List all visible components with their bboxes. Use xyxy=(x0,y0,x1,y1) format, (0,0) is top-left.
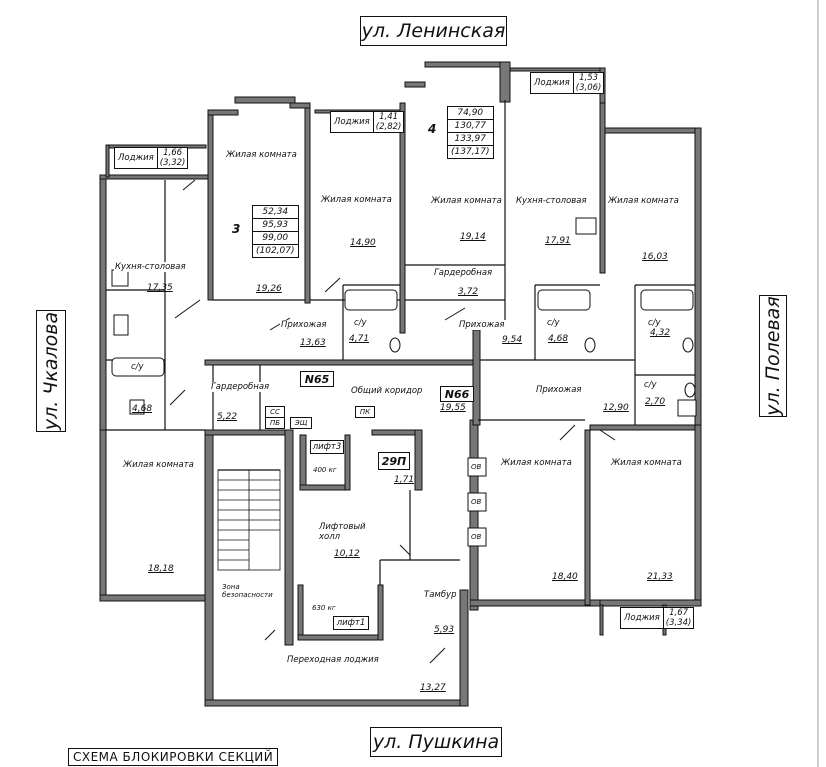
room-area: 5,93 xyxy=(434,625,455,635)
room-label-passage-loggia: Переходная лоджия xyxy=(286,655,380,665)
room-marker: 29П xyxy=(378,452,410,470)
room-label-wardrobe: Гардеробная xyxy=(210,382,271,392)
room-label-corridor: Общий коридор xyxy=(350,386,424,396)
room-area: 2,70 xyxy=(645,397,666,407)
room-area: 1,71 xyxy=(394,475,415,485)
loggia-name: Лоджия xyxy=(530,72,574,94)
area-cell: (102,07) xyxy=(252,244,299,258)
bathroom-label: с/у xyxy=(130,362,145,372)
utility-marker: ПБ xyxy=(265,417,285,429)
loggia-area: 1,67(3,34) xyxy=(663,607,695,629)
loggia-label: Лоджия 1,66(3,32) xyxy=(114,147,189,169)
loggia-area-full: (3,34) xyxy=(665,618,692,628)
room-label-vestibule: Тамбур xyxy=(423,590,458,600)
room-area: 13,27 xyxy=(420,683,446,693)
street-top: ул. Ленинская xyxy=(360,16,507,46)
room-area: 14,90 xyxy=(350,238,376,248)
room-label-living: Жилая комната xyxy=(500,458,573,468)
apartment-number: 3 xyxy=(232,222,241,236)
shaft-label: ОВ xyxy=(471,498,482,506)
room-area: 3,72 xyxy=(458,287,479,297)
room-area: 17,35 xyxy=(147,283,173,293)
room-area: 19,26 xyxy=(256,284,282,294)
plan-caption: СХЕМА БЛОКИРОВКИ СЕКЦИЙ xyxy=(68,748,279,766)
room-area: 9,54 xyxy=(502,335,523,345)
room-area: 16,03 xyxy=(642,252,668,262)
loggia-area-value: 1,53 xyxy=(579,73,599,83)
street-right: ул. Полевая xyxy=(759,295,787,417)
loggia-area: 1,41(2,82) xyxy=(373,111,405,133)
room-label-living: Жилая комната xyxy=(430,196,503,206)
room-area: 19,14 xyxy=(460,232,486,242)
room-label-kitchen: Кухня-столовая xyxy=(114,262,187,272)
street-left: ул. Чкалова xyxy=(36,310,66,432)
lift-capacity: 630 кг xyxy=(312,604,336,612)
room-area: 4,32 xyxy=(650,328,671,338)
room-label-living: Жилая комната xyxy=(320,195,393,205)
room-label-elevator-hall: Лифтовый холл xyxy=(319,522,366,542)
area-cell: 74,90 xyxy=(447,106,494,120)
lift-capacity: 400 кг xyxy=(313,466,337,474)
room-area: 10,12 xyxy=(334,549,360,559)
section-marker: N65 xyxy=(300,371,334,387)
section-marker: N66 xyxy=(440,386,474,402)
room-label-living: Жилая комната xyxy=(225,150,298,160)
area-cell: 99,00 xyxy=(252,231,299,245)
area-cell: 133,97 xyxy=(447,132,494,146)
loggia-area: 1,66(3,32) xyxy=(157,147,189,169)
loggia-area-value: 1,66 xyxy=(163,148,183,158)
area-cell: 95,93 xyxy=(252,218,299,232)
loggia-name: Лоджия xyxy=(620,607,664,629)
room-label-hallway: Прихожая xyxy=(280,320,328,330)
room-area: 18,18 xyxy=(148,564,174,574)
loggia-area-value: 1,41 xyxy=(379,112,399,122)
loggia-label: Лоджия 1,41(2,82) xyxy=(330,111,405,133)
room-area: 4,68 xyxy=(132,404,153,414)
lift-label: лифт3 xyxy=(310,440,344,454)
loggia-name: Лоджия xyxy=(330,111,374,133)
bathroom-label: с/у xyxy=(546,318,561,328)
utility-marker: ПК xyxy=(355,406,375,418)
room-label-wardrobe: Гардеробная xyxy=(433,268,494,278)
shaft-label: ОВ xyxy=(471,463,482,471)
loggia-area-value: 1,67 xyxy=(669,608,689,618)
room-label-kitchen: Кухня-столовая xyxy=(515,196,588,206)
room-area: 21,33 xyxy=(647,572,673,582)
room-label-hallway: Прихожая xyxy=(535,385,583,395)
room-area: 4,68 xyxy=(548,334,569,344)
loggia-name: Лоджия xyxy=(114,147,158,169)
apartment-number: 4 xyxy=(428,122,437,136)
room-area: 18,40 xyxy=(552,572,578,582)
area-cell: (137,17) xyxy=(447,145,494,159)
room-label-living: Жилая комната xyxy=(610,458,683,468)
bathroom-label: с/у xyxy=(353,318,368,328)
room-area: 12,90 xyxy=(603,403,629,413)
area-cell: 130,77 xyxy=(447,119,494,133)
room-area: 19,55 xyxy=(440,403,466,413)
room-area: 17,91 xyxy=(545,236,571,246)
room-label-hallway: Прихожая xyxy=(458,320,506,330)
loggia-area-full: (2,82) xyxy=(375,122,402,132)
room-area: 4,71 xyxy=(349,334,370,344)
lift-label: лифт1 xyxy=(333,616,369,630)
area-cell: 52,34 xyxy=(252,205,299,219)
apartment-area-table: 52,34 95,93 99,00 (102,07) xyxy=(252,205,299,258)
loggia-area-full: (3,32) xyxy=(159,158,186,168)
bathroom-label: с/у xyxy=(643,380,658,390)
street-bottom: ул. Пушкина xyxy=(370,727,502,757)
room-area: 13,63 xyxy=(300,338,326,348)
loggia-area: 1,53(3,06) xyxy=(573,72,605,94)
room-label-living: Жилая комната xyxy=(607,196,680,206)
apartment-area-table: 74,90 130,77 133,97 (137,17) xyxy=(447,106,494,159)
room-area: 5,22 xyxy=(217,412,238,422)
loggia-area-full: (3,06) xyxy=(575,83,602,93)
loggia-label: Лоджия 1,53(3,06) xyxy=(530,72,605,94)
bathroom-label: с/у xyxy=(647,318,662,328)
loggia-label: Лоджия 1,67(3,34) xyxy=(620,607,695,629)
room-label-safety-zone: Зона безопасности xyxy=(222,583,273,599)
utility-marker: ЭЩ xyxy=(290,417,312,429)
room-label-living: Жилая комната xyxy=(122,460,195,470)
shaft-label: ОВ xyxy=(471,533,482,541)
